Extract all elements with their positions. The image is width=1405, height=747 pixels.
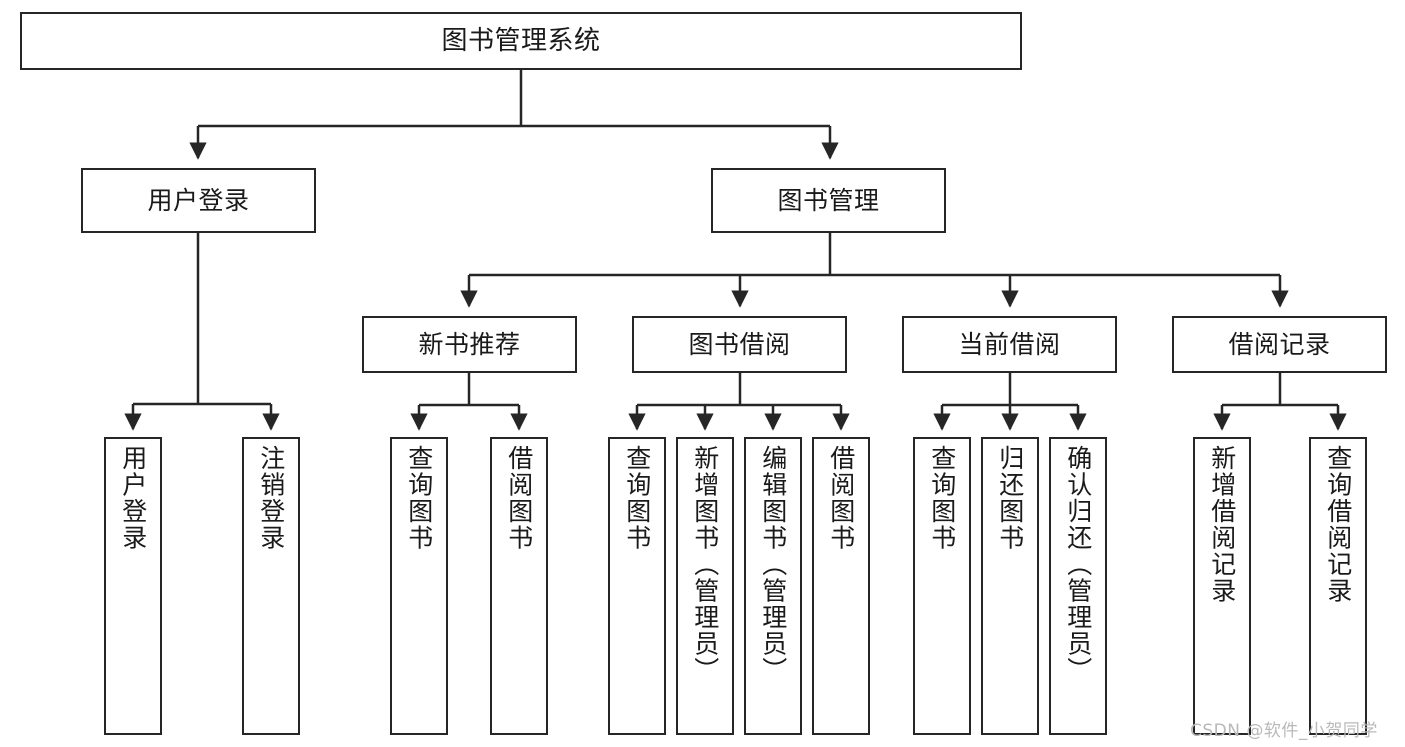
node-leaf-query-book-3[interactable]: 查询图书: [913, 437, 971, 735]
node-leaf-confirm-return[interactable]: 确认归还（管理员）: [1049, 437, 1107, 735]
node-leaf-query-book-3-label: 查询图书: [927, 445, 957, 551]
node-leaf-return-book-label: 归还图书: [995, 445, 1025, 551]
node-leaf-edit-book[interactable]: 编辑图书（管理员）: [744, 437, 802, 735]
node-user-login[interactable]: 用户登录: [81, 168, 316, 233]
node-book-borrow[interactable]: 图书借阅: [632, 316, 847, 373]
node-leaf-add-book[interactable]: 新增图书（管理员）: [676, 437, 734, 735]
node-leaf-add-record-label: 新增借阅记录: [1207, 445, 1237, 604]
node-user-login-label: 用户登录: [147, 185, 250, 215]
node-book-manage-label: 图书管理: [777, 185, 880, 215]
node-leaf-query-book-2[interactable]: 查询图书: [608, 437, 666, 735]
node-leaf-query-book-1-label: 查询图书: [404, 445, 434, 551]
node-new-book-rec-label: 新书推荐: [418, 329, 521, 359]
node-leaf-return-book[interactable]: 归还图书: [981, 437, 1039, 735]
node-leaf-user-login[interactable]: 用户登录: [104, 437, 162, 735]
node-leaf-borrow-book-1[interactable]: 借阅图书: [490, 437, 548, 735]
node-leaf-borrow-book-2-label: 借阅图书: [826, 445, 856, 551]
node-leaf-logout[interactable]: 注销登录: [242, 437, 300, 735]
node-leaf-borrow-book-2[interactable]: 借阅图书: [812, 437, 870, 735]
node-borrow-record[interactable]: 借阅记录: [1172, 316, 1387, 373]
node-leaf-query-record-label: 查询借阅记录: [1323, 445, 1353, 604]
node-current-borrow[interactable]: 当前借阅: [902, 316, 1117, 373]
node-leaf-query-book-2-label: 查询图书: [622, 445, 652, 551]
node-leaf-user-login-label: 用户登录: [118, 445, 148, 551]
node-leaf-confirm-return-label: 确认归还（管理员）: [1063, 445, 1093, 684]
node-leaf-borrow-book-1-label: 借阅图书: [504, 445, 534, 551]
node-book-manage[interactable]: 图书管理: [711, 168, 946, 233]
node-leaf-add-record[interactable]: 新增借阅记录: [1193, 437, 1251, 735]
node-root[interactable]: 图书管理系统: [20, 12, 1022, 70]
node-leaf-query-book-1[interactable]: 查询图书: [390, 437, 448, 735]
node-root-label: 图书管理系统: [441, 25, 601, 56]
watermark-text: CSDN @软件_小贺同学: [1190, 721, 1378, 741]
node-leaf-query-record[interactable]: 查询借阅记录: [1309, 437, 1367, 735]
node-borrow-record-label: 借阅记录: [1228, 329, 1331, 359]
node-book-borrow-label: 图书借阅: [688, 329, 791, 359]
node-current-borrow-label: 当前借阅: [958, 329, 1061, 359]
node-new-book-rec[interactable]: 新书推荐: [362, 316, 577, 373]
node-leaf-add-book-label: 新增图书（管理员）: [690, 445, 720, 684]
node-leaf-edit-book-label: 编辑图书（管理员）: [758, 445, 788, 684]
node-leaf-logout-label: 注销登录: [256, 445, 286, 551]
